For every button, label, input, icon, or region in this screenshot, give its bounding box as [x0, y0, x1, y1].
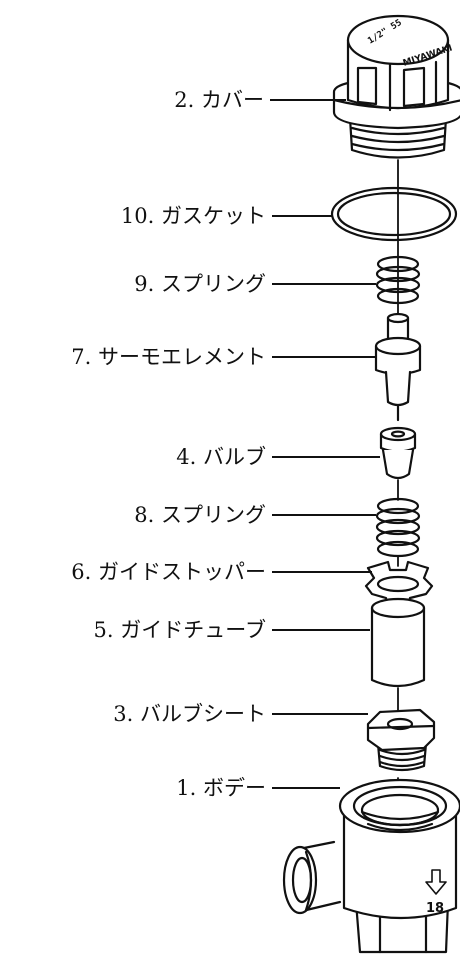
- part-label-guide-tube: 5. ガイドチューブ: [94, 618, 266, 642]
- part-label-gasket: 10. ガスケット: [121, 204, 266, 228]
- valve-seat-part: [366, 708, 436, 815]
- valve-part: [379, 426, 417, 501]
- cover-part: 1/2" 55 MIYAWAKI: [332, 14, 460, 159]
- body-part: 18: [282, 778, 460, 954]
- guide-stopper-part: [364, 560, 434, 608]
- part-label-thermo-element: 7. サーモエレメント: [71, 345, 266, 369]
- part-label-valve: 4. バルブ: [176, 445, 266, 469]
- part-label-spring-lower: 8. スプリング: [134, 503, 266, 527]
- part-label-spring-upper: 9. スプリング: [134, 272, 266, 296]
- part-label-body: 1. ボデー: [176, 776, 266, 800]
- part-labels: 2. カバー 10. ガスケット 9. スプリング 7. サーモエレメント 4.…: [71, 88, 266, 800]
- thermo-element-part: [374, 312, 422, 422]
- gasket-part: [330, 186, 458, 242]
- guide-tube-part: [370, 597, 426, 715]
- spring-upper-part: [375, 255, 421, 305]
- part-label-guide-stopper: 6. ガイドストッパー: [71, 560, 266, 584]
- part-label-valve-seat: 3. バルブシート: [113, 702, 266, 726]
- spring-lower-part: [375, 497, 421, 567]
- part-label-cover: 2. カバー: [174, 88, 264, 112]
- body-size-marking: 18: [426, 901, 444, 916]
